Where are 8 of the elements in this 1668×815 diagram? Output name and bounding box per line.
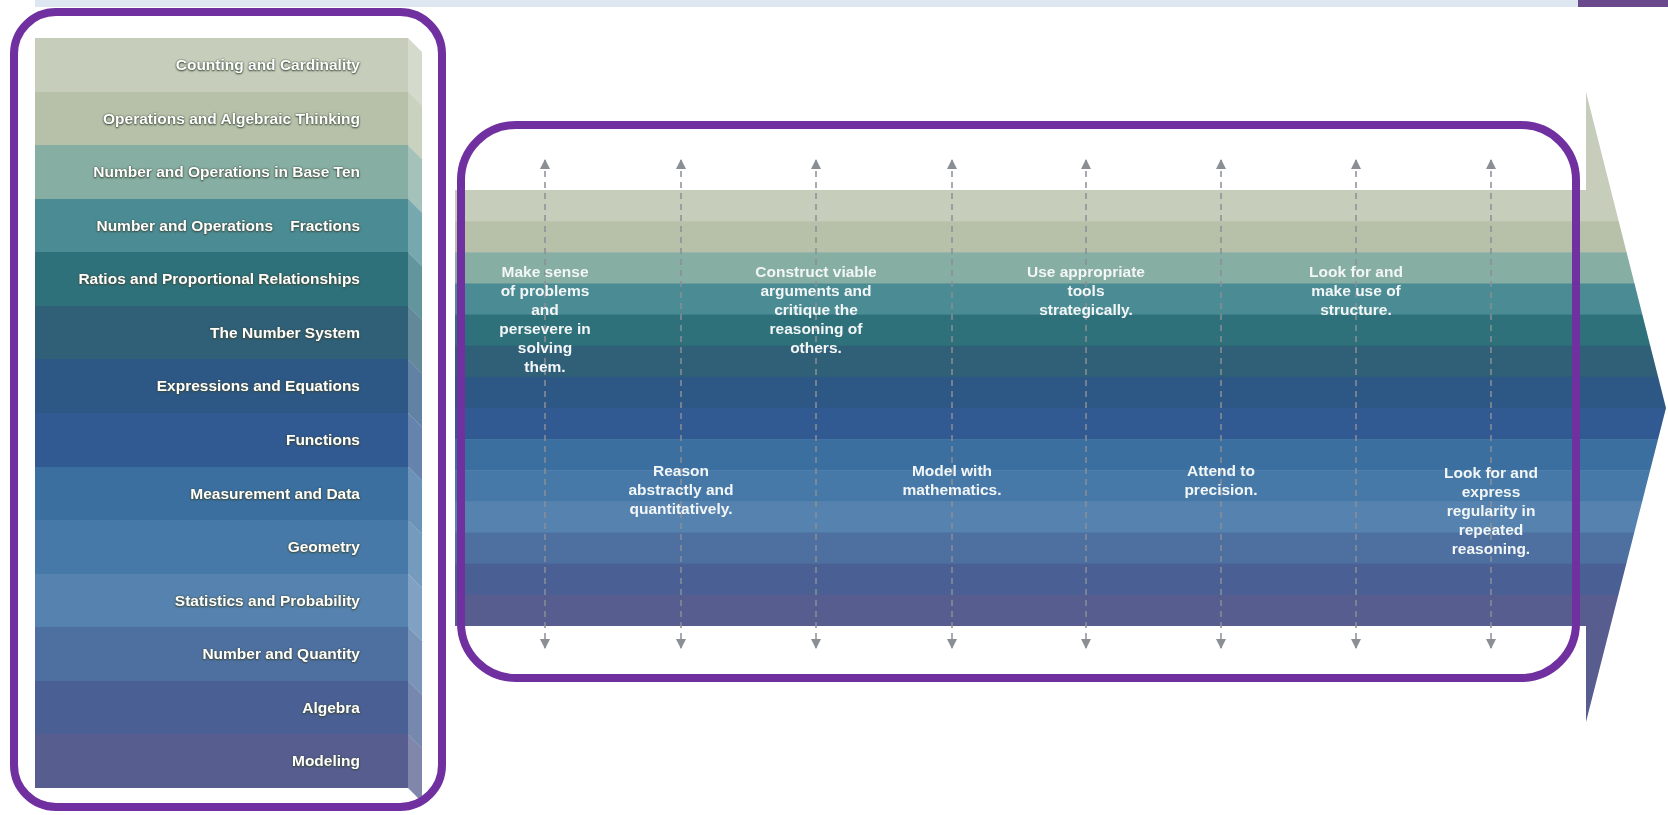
practice-label: Use appropriate tools strategically. bbox=[1026, 262, 1146, 319]
practice-label: Make sense of problems and persevere in solving them. bbox=[498, 262, 592, 376]
practice-label: Look for and make use of structure. bbox=[1308, 262, 1404, 319]
practice-label: Construct viable arguments and critique the reasoning of others. bbox=[754, 262, 878, 357]
practice-label: Attend to precision. bbox=[1183, 461, 1259, 499]
practice-label: Model with mathematics. bbox=[901, 461, 1003, 499]
practice-label: Look for and express regularity in repeated reasoning. bbox=[1443, 463, 1539, 558]
practice-label: Reason abstractly and quantitatively. bbox=[627, 461, 735, 518]
